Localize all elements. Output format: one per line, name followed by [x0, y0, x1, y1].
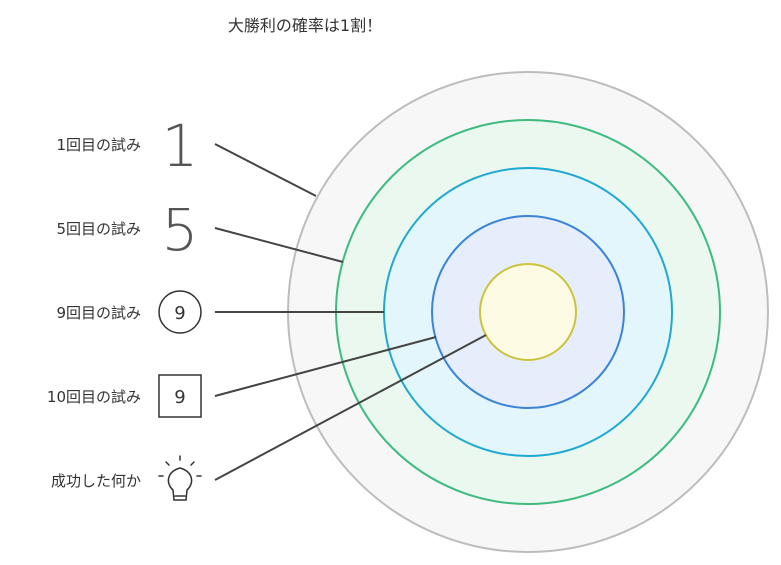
label-attempt-5: 5回目の試み: [56, 220, 141, 238]
connector-line-success: [214, 334, 487, 481]
digit-5-icon: 5: [162, 196, 199, 264]
ring-center: [479, 263, 577, 361]
connector-line-1: [214, 143, 317, 197]
lightbulb-icon: [158, 455, 202, 501]
label-attempt-10: 10回目の試み: [46, 388, 141, 406]
label-success: 成功した何か: [50, 472, 141, 490]
diagram-title: 大勝利の確率は1割！: [227, 16, 383, 35]
boxed-9-icon: 9: [158, 374, 202, 418]
connector-line-10: [214, 336, 437, 397]
label-attempt-1: 1回目の試み: [56, 136, 141, 154]
circled-9-icon: 9: [158, 290, 202, 334]
digit-1-icon: 1: [162, 112, 199, 180]
boxed-9-digit: 9: [174, 387, 185, 408]
connector-line-5: [214, 227, 344, 263]
label-attempt-9: 9回目の試み: [56, 304, 141, 322]
circled-9-digit: 9: [174, 303, 185, 324]
